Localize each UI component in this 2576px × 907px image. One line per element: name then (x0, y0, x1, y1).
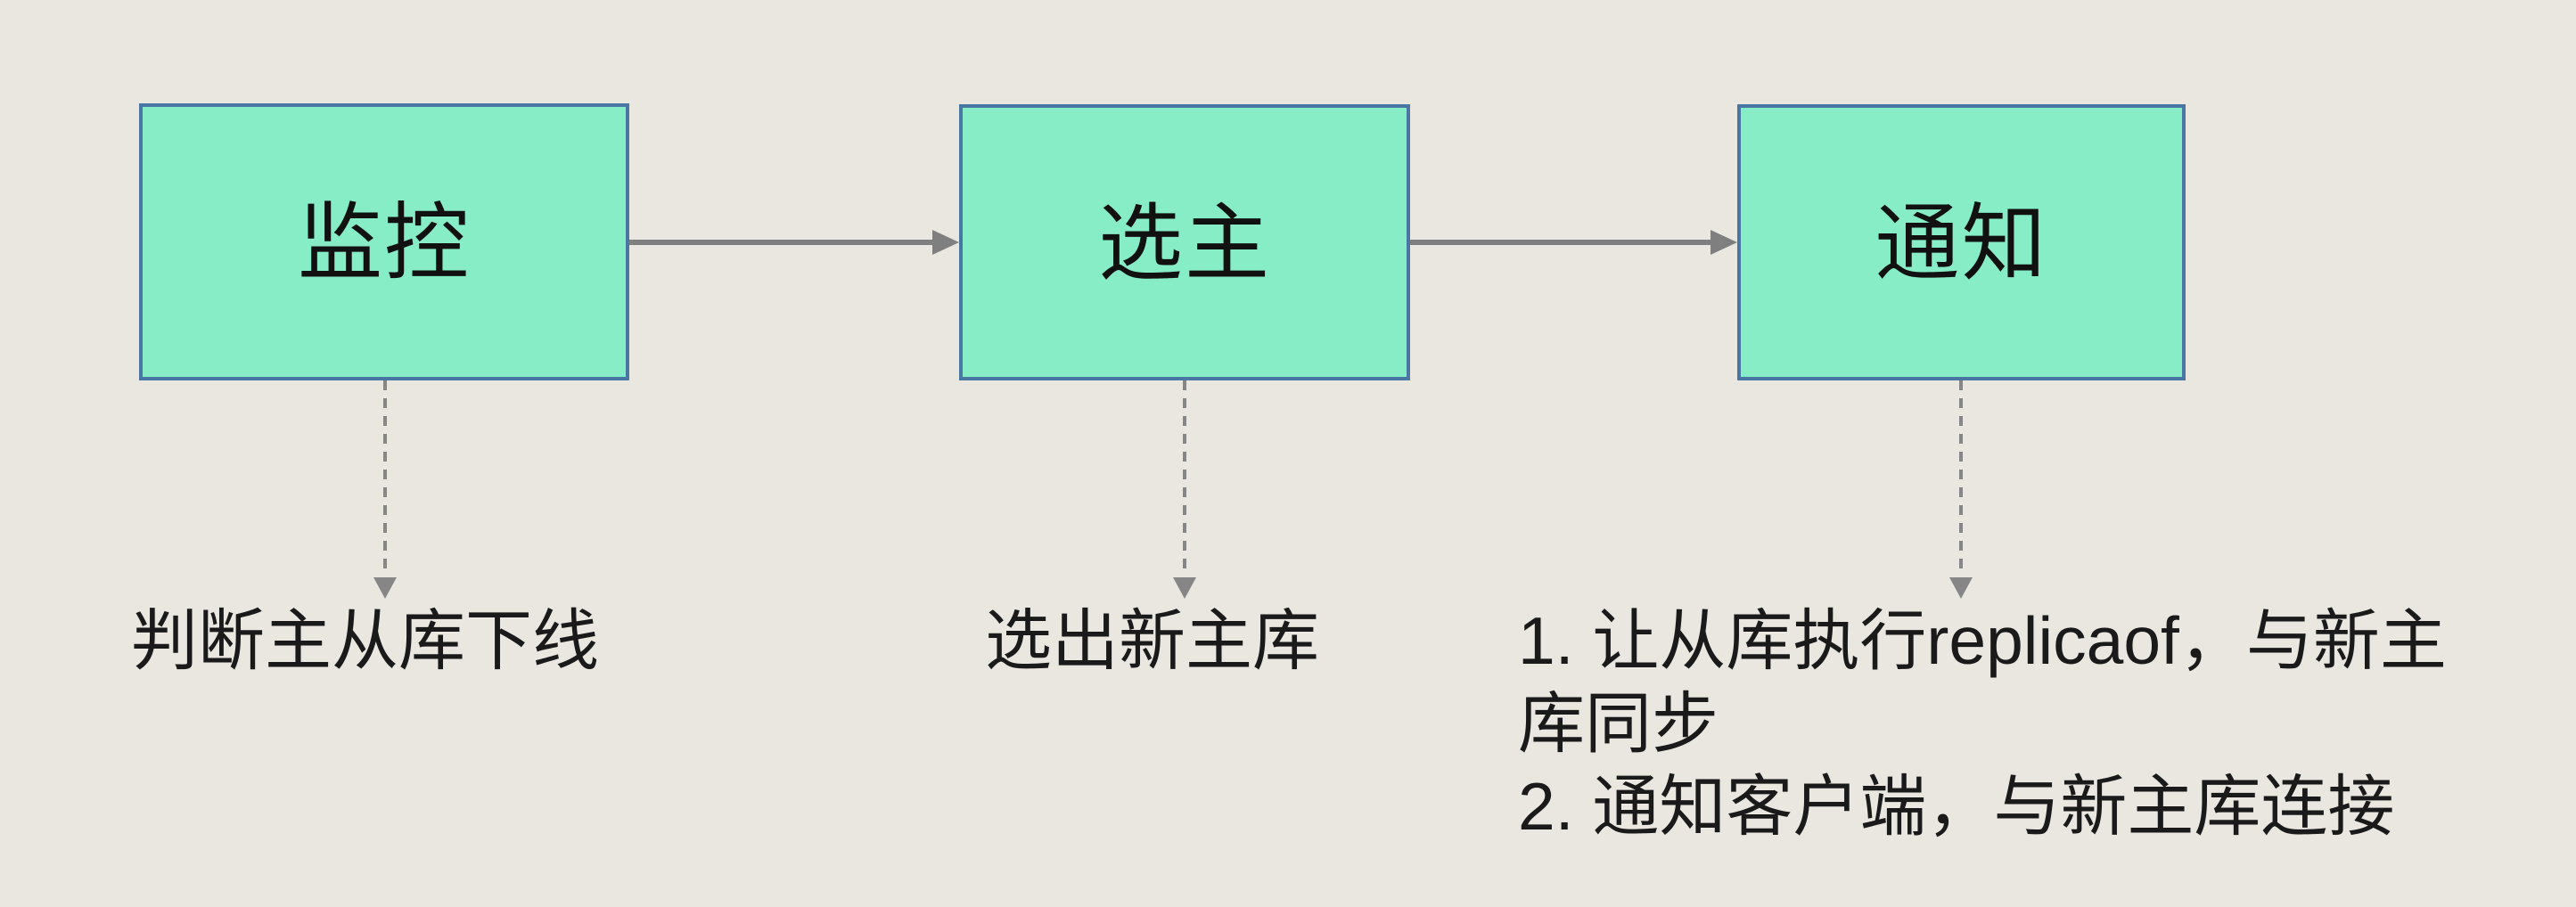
flow-box-notify-label: 通知 (1875, 196, 2048, 291)
dashed-arrow-monitor-shaft (383, 380, 387, 576)
dashed-arrow-monitor-head (373, 577, 397, 599)
note-elect: 选出新主库 (985, 600, 1319, 682)
note-elect-line: 选出新主库 (985, 603, 1320, 678)
note-notify-line-2: 库同步 (1518, 686, 1719, 761)
flow-box-notify: 通知 (1737, 104, 2186, 380)
arrow-monitor-to-elect-head (932, 230, 959, 255)
flow-box-monitor-label: 监控 (297, 196, 471, 290)
arrow-elect-to-notify-shaft (1410, 240, 1712, 245)
note-monitor-line: 判断主从库下线 (131, 603, 600, 678)
arrow-monitor-to-elect-shaft (629, 240, 934, 245)
dashed-arrow-elect-shaft (1183, 380, 1186, 576)
note-notify: 1. 让从库执行replicaof，与新主 库同步 2. 通知客户端，与新主库连… (1518, 600, 2447, 848)
dashed-arrow-elect-head (1173, 577, 1196, 599)
note-notify-line-1: 1. 让从库执行replicaof，与新主 (1518, 603, 2447, 678)
arrow-elect-to-notify-head (1710, 230, 1737, 255)
flow-box-elect-leader: 选主 (959, 104, 1410, 380)
flow-box-elect-leader-label: 选主 (1097, 196, 1271, 291)
note-notify-line-3: 2. 通知客户端，与新主库连接 (1518, 769, 2395, 844)
dashed-arrow-notify-shaft (1959, 380, 1963, 576)
note-monitor: 判断主从库下线 (131, 600, 599, 682)
dashed-arrow-notify-head (1949, 577, 1973, 599)
flow-box-monitor: 监控 (139, 103, 629, 380)
